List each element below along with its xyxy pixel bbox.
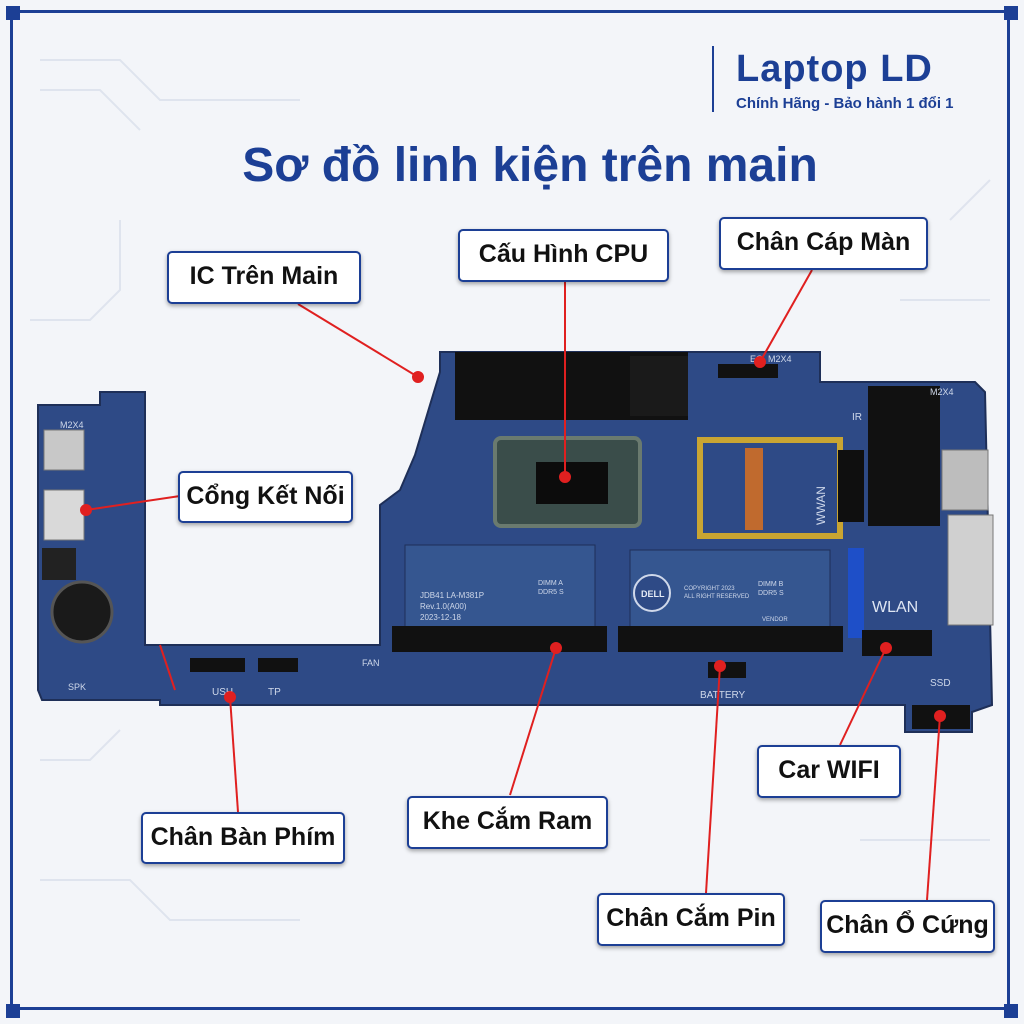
cpu-die [536,462,608,504]
label-wifi: Car WIFI [757,745,901,798]
board-text: SSD [930,678,951,689]
board-text: ALL RIGHT RESERVED [684,594,750,600]
board-text: DIMM B [758,581,784,588]
board-text: TP [268,687,281,698]
label-ic-main: IC Trên Main [167,251,361,304]
battery-connector [708,662,746,678]
screen-connector [718,364,778,378]
frame-corner [1004,1004,1018,1018]
heatsink-pad [630,356,688,416]
wwan-pad [745,448,763,530]
label-ssd: Chân Ổ Cứng [820,900,995,953]
cmos-battery [50,580,114,644]
board-text: COPYRIGHT 2023 [684,586,735,592]
right-port-2 [947,514,994,626]
board-text: IR [852,412,862,423]
brand-title: Laptop LD [736,48,933,90]
page-title: Sơ đồ linh kiện trên main [242,139,818,192]
board-text: DIMM A [538,580,563,587]
usb-port [43,429,85,471]
wwan-slot [838,450,864,522]
label-ports: Cổng Kết Nối [178,471,353,523]
callout-lines [80,269,946,901]
dell-logo [633,574,671,612]
board-text: WWAN [814,486,828,525]
tp-connector [258,658,298,672]
ram-slot-b [618,626,843,652]
label-cpu: Cấu Hình CPU [458,229,669,282]
usb-c-port [43,489,85,541]
label-ram: Khe Cắm Ram [407,796,608,849]
label-keyboard: Chân Bàn Phím [141,812,345,864]
wlan-slot [862,630,932,656]
frame-corner [6,6,20,20]
board-text: M2X4 [60,420,84,430]
board-text: WLAN [872,599,918,616]
brand-subtitle: Chính Hãng - Bảo hành 1 đổi 1 [736,95,954,112]
board-text: DDR5 S [538,589,564,596]
ram-slot-a [392,626,607,652]
usb-connector [190,658,245,672]
background-traces [30,59,991,921]
label-screen-cable: Chân Cáp Màn [719,217,928,270]
blue-connector [848,548,864,638]
board-text: BATTERY [700,690,746,701]
board-text: M2X4 [930,387,954,397]
board-text: Rev.1.0(A00) [420,602,467,611]
audio-jack [42,548,76,580]
frame-corner [6,1004,20,1018]
board-text: DDR5 S [758,590,784,597]
chip-right [868,386,940,526]
board-text: USH [212,687,233,698]
frame-corner [1004,6,1018,20]
board-text: 2023-12-18 [420,613,461,622]
brand-block: Laptop LD Chính Hãng - Bảo hành 1 đổi 1 [712,46,954,112]
board-text: FAN [362,658,380,668]
right-port [941,449,989,511]
board-text: VENDOR [762,617,788,623]
board-text: JDB41 LA-M381P [420,591,484,600]
label-battery: Chân Cắm Pin [597,893,785,946]
board-text: SPK [68,682,86,692]
page-frame [10,10,1010,1010]
board-text: M2X4 [768,354,792,364]
board-text: DELL [641,589,665,599]
